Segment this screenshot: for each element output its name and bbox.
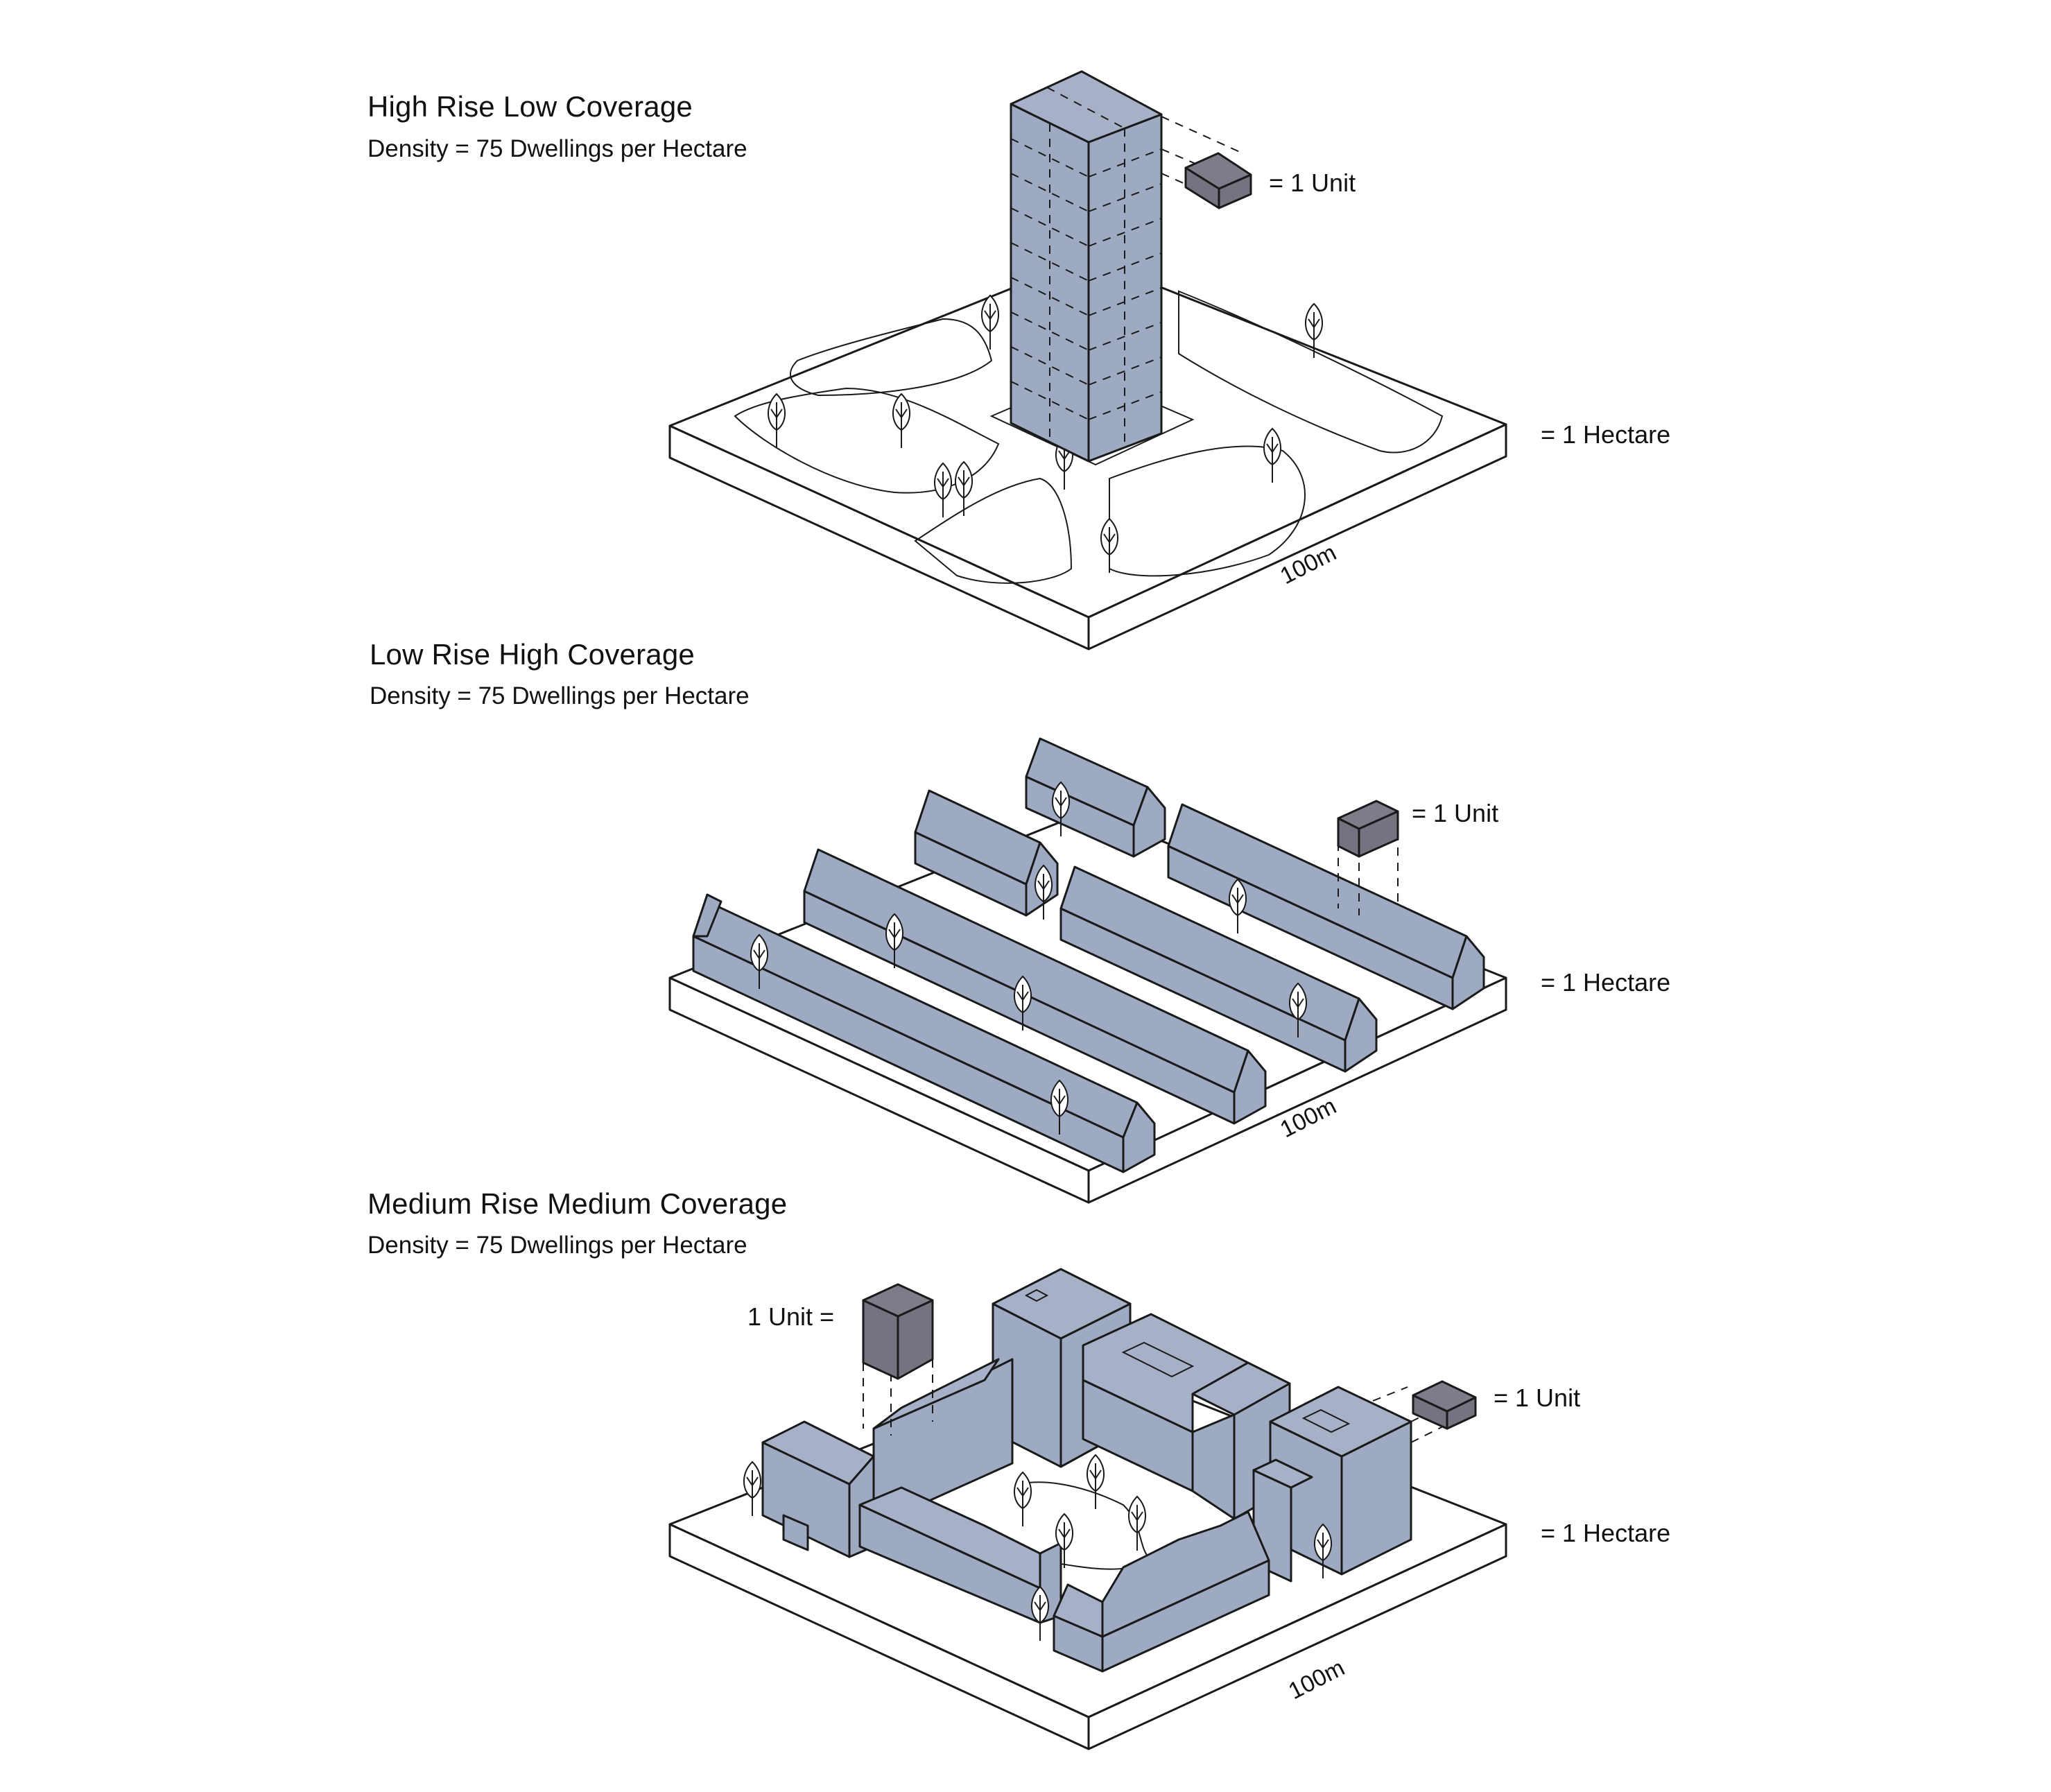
park-path: [914, 477, 1073, 584]
townhouse-row: [1053, 1510, 1270, 1673]
panel-subtitle: Density = 75 Dwellings per Hectare: [367, 135, 747, 162]
townhouse-row: [761, 1358, 1014, 1558]
terrace-row: [1059, 865, 1378, 1073]
terrace-row: [692, 893, 1156, 1173]
unit-block-icon: [1337, 800, 1399, 915]
unit-block-icon: [1372, 1380, 1477, 1443]
unit-block-icon: [1161, 116, 1252, 209]
slab-right-side: [1087, 423, 1507, 651]
hectare-label: = 1 Hectare: [1541, 1519, 1671, 1547]
panel-subtitle: Density = 75 Dwellings per Hectare: [367, 1232, 747, 1259]
unit-label: = 1 Unit: [1412, 799, 1499, 827]
panel-title: Medium Rise Medium Coverage: [367, 1187, 788, 1220]
unit-label-right: = 1 Unit: [1494, 1384, 1581, 1412]
park-path: [790, 318, 993, 397]
park-path: [1109, 445, 1306, 577]
hectare-label: = 1 Hectare: [1541, 968, 1671, 997]
panel-subtitle: Density = 75 Dwellings per Hectare: [370, 682, 750, 709]
unit-label-left: 1 Unit =: [747, 1302, 835, 1331]
unit-label: = 1 Unit: [1269, 169, 1356, 197]
courtyard-path: [1019, 1481, 1152, 1561]
hectare-label: = 1 Hectare: [1541, 420, 1671, 449]
panel-title: Low Rise High Coverage: [370, 638, 695, 671]
park-path: [734, 387, 1000, 494]
panel-title: High Rise Low Coverage: [367, 90, 693, 123]
park-path: [1178, 290, 1444, 454]
slab-right-side: [1087, 1523, 1507, 1750]
high-rise-tower: [1010, 70, 1163, 463]
unit-block-icon: [862, 1283, 934, 1436]
